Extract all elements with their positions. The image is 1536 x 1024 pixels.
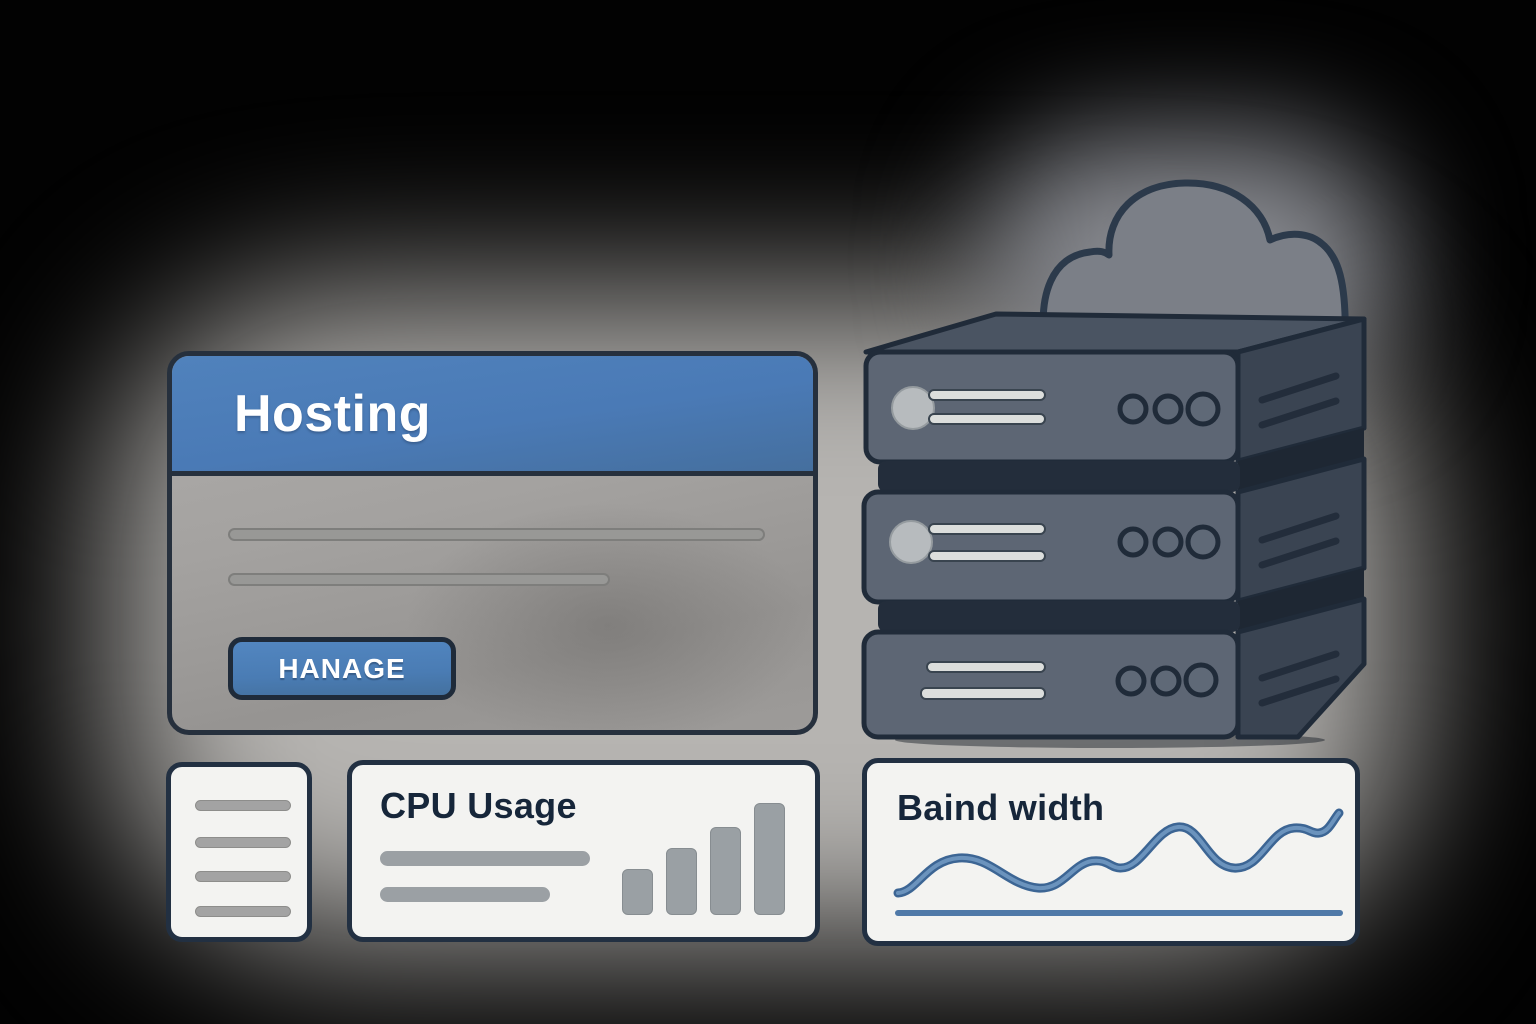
manage-button[interactable]: HANAGE: [228, 637, 456, 700]
server-unit: [861, 456, 1367, 605]
bandwidth-wave: [893, 808, 1344, 898]
cpu-bar: [754, 803, 785, 915]
bandwidth-card: Baind width: [862, 758, 1360, 946]
cpu-bar: [710, 827, 741, 915]
placeholder-line: [228, 573, 610, 586]
cpu-bar: [666, 848, 697, 915]
placeholder-line: [380, 851, 590, 866]
cpu-bar-chart: [622, 803, 785, 915]
bandwidth-line-chart: [893, 808, 1344, 916]
server-stack-illustration: [861, 179, 1367, 748]
cpu-usage-card: CPU Usage: [347, 760, 820, 942]
server-unit: [861, 596, 1367, 740]
server-label-lines: [920, 661, 1046, 700]
vent-lines: [1258, 512, 1340, 569]
placeholder-line: [195, 800, 291, 811]
server-label-lines: [928, 523, 1046, 562]
server-gap: [878, 568, 1364, 632]
server-buttons: [1117, 524, 1221, 560]
placeholder-line: [228, 528, 765, 541]
vent-lines: [1258, 372, 1340, 429]
cpu-usage-title: CPU Usage: [380, 785, 577, 826]
placeholder-line: [380, 887, 550, 902]
placeholder-line: [195, 837, 291, 848]
placeholder-line: [195, 871, 291, 882]
server-label-lines: [928, 389, 1046, 425]
led-indicator: [889, 520, 933, 564]
bandwidth-title: Baind width: [897, 787, 1105, 828]
server-buttons: [1117, 391, 1221, 427]
hosting-panel: Hosting HANAGE: [167, 351, 818, 735]
led-indicator: [891, 386, 935, 430]
cpu-bar: [622, 869, 653, 915]
placeholder-line: [195, 906, 291, 917]
server-gap: [878, 428, 1364, 492]
server-buttons: [1115, 662, 1219, 698]
cloud-icon: [1039, 179, 1349, 349]
vent-lines: [1258, 650, 1340, 707]
hosting-title: Hosting: [234, 384, 432, 443]
notes-card: [166, 762, 312, 942]
server-unit: [863, 316, 1367, 465]
hosting-panel-header: Hosting: [172, 356, 813, 476]
